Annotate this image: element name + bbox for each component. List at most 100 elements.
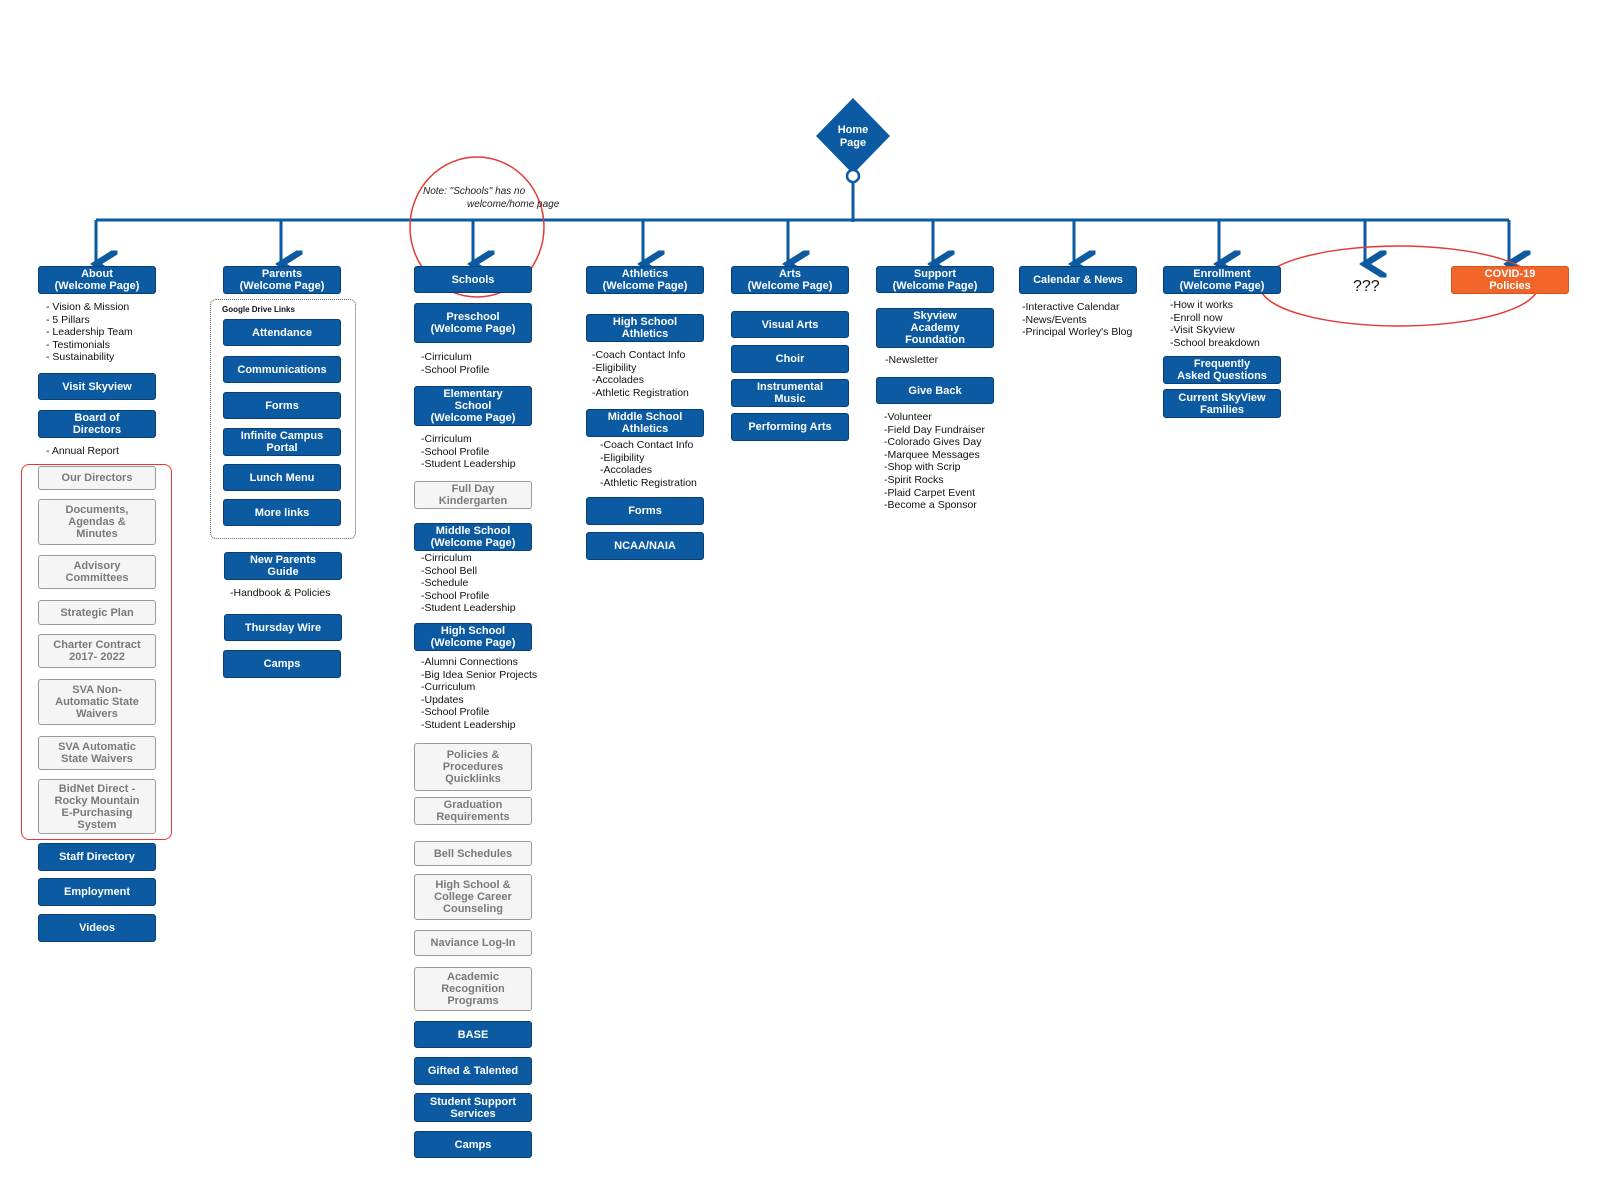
high-school-button[interactable]: High School (Welcome Page) (414, 623, 532, 651)
list-item: - Testimonials (46, 338, 110, 351)
sva-automatic-waivers-button[interactable]: SVA Automatic State Waivers (38, 736, 156, 770)
list-item: -School Profile (421, 445, 490, 458)
preschool-button[interactable]: Preschool (Welcome Page) (414, 303, 532, 343)
list-item: -School breakdown (1170, 336, 1260, 349)
list-item: -Volunteer (884, 411, 932, 423)
new-parents-guide-button[interactable]: New Parents Guide (224, 552, 342, 580)
home-label-line2: Page (839, 137, 867, 149)
skyview-academy-foundation-button[interactable]: Skyview Academy Foundation (876, 308, 994, 348)
give-back-list: -Volunteer -Field Day Fundraiser -Colora… (884, 411, 985, 512)
ncaa-naia-button[interactable]: NCAA/NAIA (586, 532, 704, 560)
performing-arts-button[interactable]: Performing Arts (731, 413, 849, 441)
list-item: - Sustainability (46, 351, 115, 364)
strategic-plan-button[interactable]: Strategic Plan (38, 600, 156, 625)
current-families-button[interactable]: Current SkyView Families (1163, 389, 1281, 418)
list-item: -Colorado Gives Day (884, 436, 982, 449)
lunch-menu-button[interactable]: Lunch Menu (223, 464, 341, 491)
academic-recognition-button[interactable]: Academic Recognition Programs (414, 967, 532, 1011)
parents-header[interactable]: Parents (Welcome Page) (223, 266, 341, 294)
charter-contract-button[interactable]: Charter Contract 2017- 2022 (38, 634, 156, 668)
covid-policies-button[interactable]: COVID-19 Policies (1451, 266, 1569, 294)
bidnet-direct-button[interactable]: BidNet Direct - Rocky Mountain E-Purchas… (38, 779, 156, 834)
about-highlight-box (21, 464, 172, 840)
arts-header[interactable]: Arts (Welcome Page) (731, 266, 849, 294)
list-item: -Coach Contact Info (592, 349, 686, 361)
policies-procedures-button[interactable]: Policies & Procedures Quicklinks (414, 743, 532, 791)
visit-skyview-button[interactable]: Visit Skyview (38, 373, 156, 400)
elementary-list: -Cirriculum -School Profile -Student Lea… (421, 433, 516, 471)
faq-button[interactable]: Frequently Asked Questions (1163, 356, 1281, 384)
support-header[interactable]: Support (Welcome Page) (876, 266, 994, 293)
infinite-campus-portal-button[interactable]: Infinite Campus Portal (223, 428, 341, 456)
documents-agendas-button[interactable]: Documents, Agendas & Minutes (38, 499, 156, 545)
list-item: -Student Leadership (421, 602, 516, 615)
parents-camps-button[interactable]: Camps (223, 650, 341, 678)
list-item: - Vision & Mission (46, 301, 130, 313)
base-button[interactable]: BASE (414, 1021, 532, 1048)
list-item: -Big Idea Senior Projects (421, 668, 538, 681)
communications-button[interactable]: Communications (223, 356, 341, 383)
list-item: -School Profile (421, 363, 490, 376)
enrollment-list: -How it works -Enroll now -Visit Skyview… (1170, 299, 1260, 349)
full-day-kindergarten-button[interactable]: Full Day Kindergarten (414, 481, 532, 509)
instrumental-music-button[interactable]: Instrumental Music (731, 379, 849, 407)
list-item: - Leadership Team (46, 326, 133, 339)
list-item: -School Profile (421, 589, 490, 602)
elementary-button[interactable]: Elementary School (Welcome Page) (414, 386, 532, 426)
list-item: -Cirriculum (421, 433, 472, 445)
sva-non-automatic-waivers-button[interactable]: SVA Non- Automatic State Waivers (38, 679, 156, 725)
list-item: -Marquee Messages (884, 448, 980, 461)
thursday-wire-button[interactable]: Thursday Wire (224, 614, 342, 641)
list-item: -Updates (421, 693, 464, 706)
list-item: -Eligibility (592, 361, 637, 374)
more-links-button[interactable]: More links (223, 499, 341, 526)
home-page-label[interactable]: Home Page (826, 124, 880, 150)
choir-button[interactable]: Choir (731, 345, 849, 373)
google-drive-links-group (210, 299, 356, 539)
high-school-athletics-button[interactable]: High School Athletics (586, 314, 704, 342)
handbook-text: -Handbook & Policies (230, 587, 331, 599)
middle-school-athletics-button[interactable]: Middle School Athletics (586, 409, 704, 437)
gifted-talented-button[interactable]: Gifted & Talented (414, 1057, 532, 1085)
career-counseling-button[interactable]: High School & College Career Counseling (414, 874, 532, 920)
student-support-services-button[interactable]: Student Support Services (414, 1093, 532, 1122)
forms-button[interactable]: Forms (223, 392, 341, 419)
naviance-login-button[interactable]: Naviance Log-In (414, 930, 532, 956)
list-item: -Student Leadership (421, 458, 516, 471)
videos-button[interactable]: Videos (38, 914, 156, 942)
high-school-athletics-list: -Coach Contact Info -Eligibility -Accola… (592, 349, 689, 399)
staff-directory-button[interactable]: Staff Directory (38, 843, 156, 871)
bell-schedules-button[interactable]: Bell Schedules (414, 841, 532, 866)
note-line1: Note: "Schools" has no (423, 186, 526, 197)
calendar-news-header[interactable]: Calendar & News (1019, 266, 1137, 294)
list-item: -Plaid Carpet Event (884, 486, 976, 499)
list-item: -Field Day Fundraiser (884, 423, 985, 436)
visual-arts-button[interactable]: Visual Arts (731, 311, 849, 338)
graduation-requirements-button[interactable]: Graduation Requirements (414, 797, 532, 825)
attendance-button[interactable]: Attendance (223, 319, 341, 346)
schools-header[interactable]: Schools (414, 266, 532, 293)
list-item: -Cirriculum (421, 351, 472, 363)
list-item: -Principal Worley's Blog (1022, 326, 1133, 339)
employment-button[interactable]: Employment (38, 878, 156, 906)
list-item: -Curriculum (421, 681, 476, 694)
preschool-list: -Cirriculum -School Profile (421, 351, 489, 376)
athletics-header[interactable]: Athletics (Welcome Page) (586, 266, 704, 294)
about-header[interactable]: About (Welcome Page) (38, 266, 156, 294)
our-directors-button[interactable]: Our Directors (38, 466, 156, 490)
advisory-committees-button[interactable]: Advisory Committees (38, 555, 156, 589)
schools-note: Note: "Schools" has no welcome/home page (423, 185, 559, 211)
athletics-forms-button[interactable]: Forms (586, 497, 704, 525)
about-list: - Vision & Mission - 5 Pillars - Leaders… (46, 301, 133, 364)
middle-school-button[interactable]: Middle School (Welcome Page) (414, 523, 532, 551)
middle-school-athletics-list: -Coach Contact Info -Eligibility -Accola… (600, 439, 697, 489)
list-item: -Interactive Calendar (1022, 301, 1120, 313)
schools-camps-button[interactable]: Camps (414, 1131, 532, 1158)
list-item: -News/Events (1022, 313, 1087, 326)
home-label-line1: Home (837, 124, 869, 136)
give-back-button[interactable]: Give Back (876, 377, 994, 404)
list-item: -Shop with Scrip (884, 461, 961, 474)
board-of-directors-button[interactable]: Board of Directors (38, 410, 156, 438)
list-item: -Enroll now (1170, 311, 1223, 324)
enrollment-header[interactable]: Enrollment (Welcome Page) (1163, 266, 1281, 294)
